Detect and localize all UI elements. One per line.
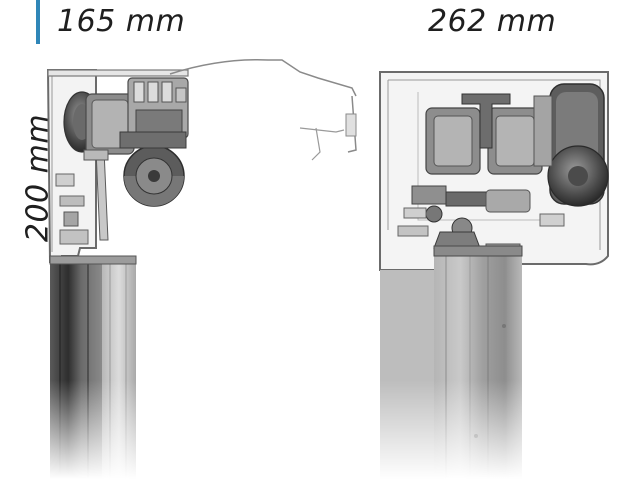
right-unit-width-label: 262 mm	[428, 4, 557, 39]
left-unit-width-label: 165 mm	[57, 4, 186, 39]
accent-bar	[36, 0, 40, 44]
left-operator-unit	[46, 59, 357, 479]
bottom-fade	[0, 380, 634, 479]
